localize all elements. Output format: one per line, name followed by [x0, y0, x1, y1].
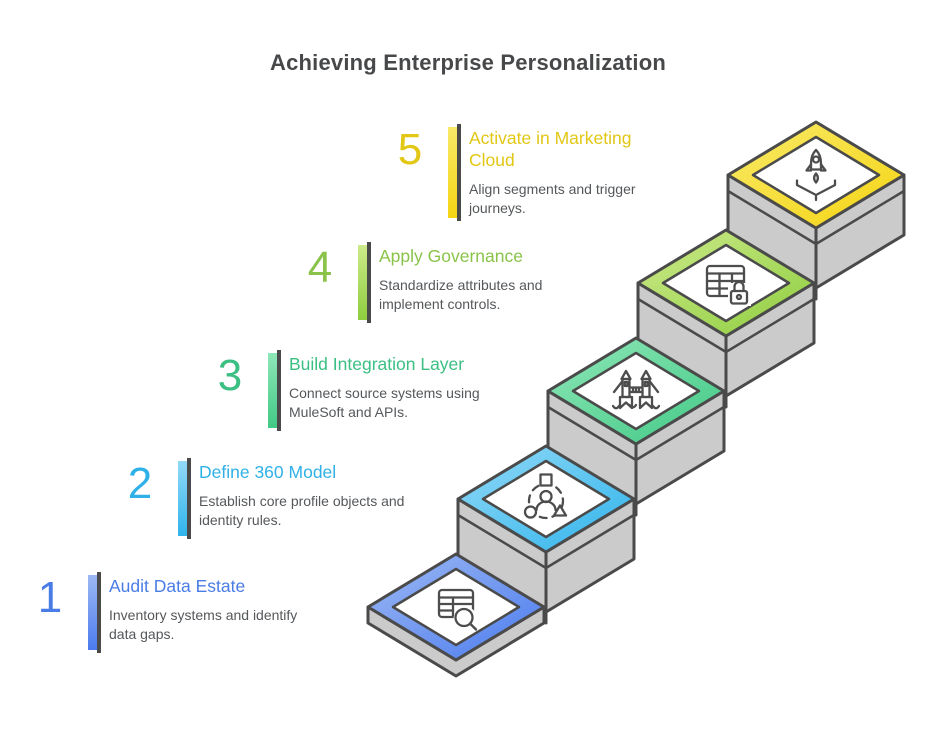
table-search-icon [437, 588, 478, 631]
step-2-number: 2 [127, 459, 153, 508]
step-3-number: 3 [217, 351, 243, 400]
stair-step-5 [726, 120, 906, 301]
locked-table-icon [705, 264, 751, 306]
step-4-title: Apply Governance [379, 246, 523, 266]
step-3-rim-edge [547, 405, 725, 462]
step-4-accent-bar [358, 242, 371, 323]
step-4-rim-edge [637, 297, 815, 354]
step-1-diamond-inner [391, 567, 521, 647]
step-3-description: Connect source systems using MuleSoft an… [289, 384, 480, 421]
page-title: Achieving Enterprise Personalization [270, 50, 666, 75]
step-5-rim-edge [727, 189, 905, 246]
step-4-description: Standardize attributes and implement con… [379, 276, 543, 313]
stair-step-3 [546, 336, 726, 517]
step-2-title: Define 360 Model [199, 462, 337, 482]
step-5-number: 5 [397, 125, 423, 174]
stair-step-4 [636, 228, 816, 409]
step-4-diamond-inner [661, 243, 791, 323]
bridge-icon [611, 369, 661, 410]
step-1-number: 1 [37, 573, 63, 622]
step-5-accent-bar [448, 124, 461, 221]
customer-360-icon [523, 473, 568, 520]
stair-step-1 [366, 552, 546, 678]
step-2-rim-edge [457, 513, 635, 570]
step-1-description: Inventory systems and identify data gaps… [109, 606, 298, 643]
step-4-number: 4 [307, 243, 333, 292]
stair-step-2 [456, 444, 636, 625]
step-1-title: Audit Data Estate [109, 576, 246, 596]
rocket-launch-icon [795, 148, 837, 202]
step-2-accent-bar [178, 458, 191, 539]
step-1-accent-bar [88, 572, 101, 653]
step-3-title: Build Integration Layer [289, 354, 465, 374]
step-5-title: Activate in Marketing Cloud [469, 128, 632, 170]
step-3-accent-bar [268, 350, 281, 431]
step-5-description: Align segments and trigger journeys. [469, 180, 636, 217]
step-2-description: Establish core profile objects and ident… [199, 492, 405, 529]
